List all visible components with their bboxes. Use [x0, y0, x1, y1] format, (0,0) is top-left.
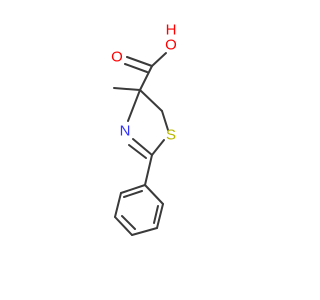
- bond-c2-n-double-b: [128, 144, 147, 159]
- ring-s-label: S: [166, 127, 176, 144]
- hydroxyl-group-label: H O: [165, 22, 177, 54]
- bond-carboxyl-c-oh: [151, 52, 167, 67]
- carbonyl-o-label: O: [111, 49, 123, 66]
- phenyl-inner-double-2: [121, 215, 136, 230]
- molecule-structure: H O O N S: [111, 22, 177, 236]
- bond-c5-s: [161, 110, 169, 131]
- ring-n-label: N: [120, 123, 131, 140]
- phenyl-bond-6: [144, 184, 164, 205]
- phenyl-bond-1: [120, 184, 146, 194]
- bond-c4-c5: [139, 89, 163, 112]
- phenyl-inner-double-3: [153, 205, 159, 224]
- phenyl-bond-5: [156, 203, 164, 229]
- bond-carboxyl-c-o-double-b: [124, 63, 148, 73]
- bond-s-c2: [151, 139, 165, 156]
- phenyl-bond-4: [131, 227, 158, 236]
- bond-n-c4: [127, 89, 141, 122]
- bond-carboxyl-c-o-double-a: [126, 56, 153, 67]
- phenyl-inner-double-1: [123, 190, 143, 198]
- hydroxyl-h-label: H: [166, 22, 177, 39]
- bond-c4-carboxyl-c: [139, 65, 153, 91]
- phenyl-bond-2: [114, 192, 122, 218]
- hydroxyl-o-label: O: [165, 37, 177, 54]
- bond-c2-phenyl: [144, 154, 153, 186]
- phenyl-bond-3: [114, 216, 133, 236]
- bond-c2-n-double-a: [132, 138, 153, 156]
- bond-c4-methyl: [113, 87, 141, 91]
